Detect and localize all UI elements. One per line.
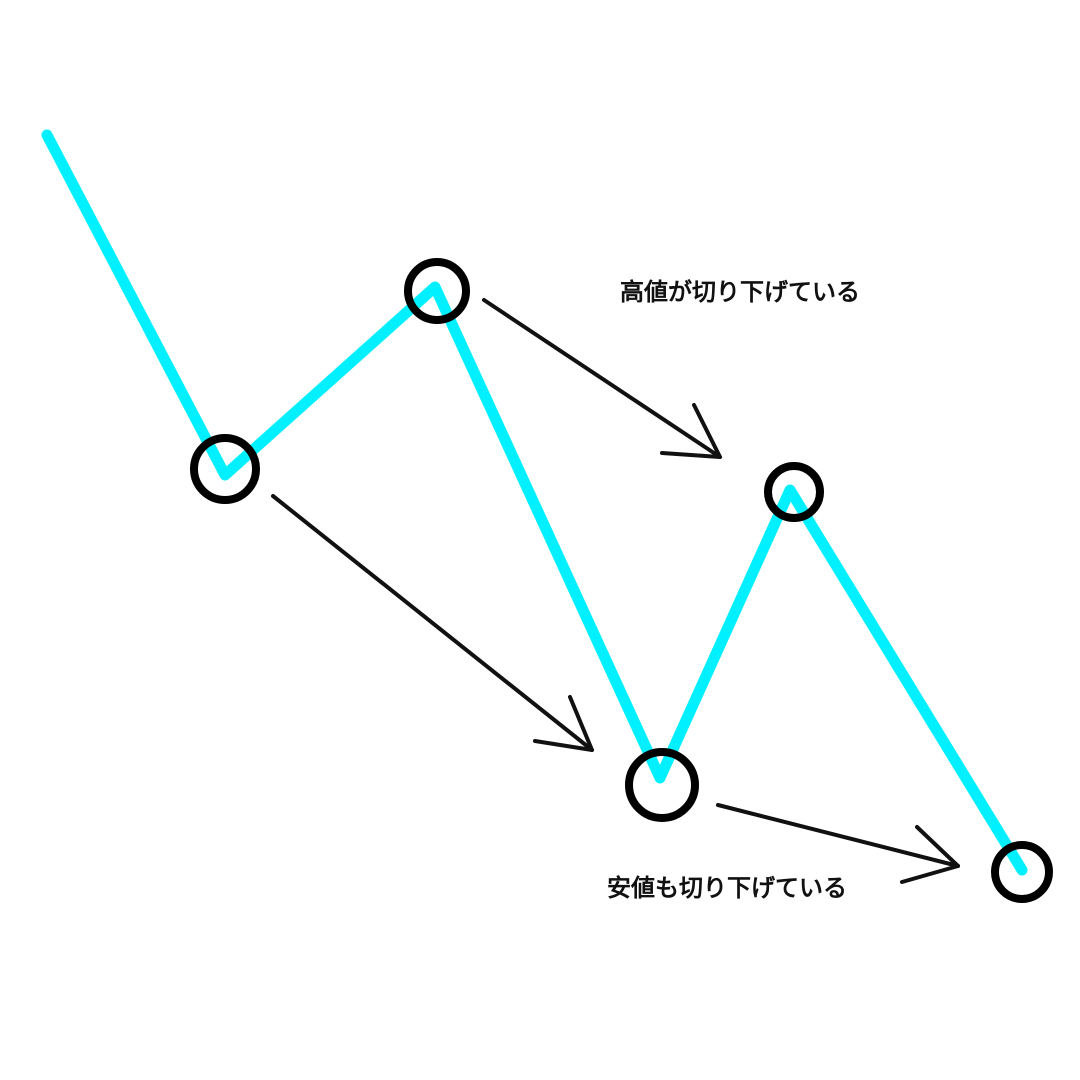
arrow-lows-2 [716,803,960,884]
low-marker-2 [625,748,699,822]
arrow-lows-1 [271,494,594,752]
price-line [41,129,1028,876]
high-marker-2 [764,462,824,522]
high-marker-1 [404,258,470,324]
low-marker-1 [190,434,260,504]
arrow-highs [482,298,722,459]
low-marker-3 [991,841,1053,903]
label-lower-highs: 高値が切り下げている [620,278,860,306]
label-lower-lows: 安値も切り下げている [607,874,847,902]
